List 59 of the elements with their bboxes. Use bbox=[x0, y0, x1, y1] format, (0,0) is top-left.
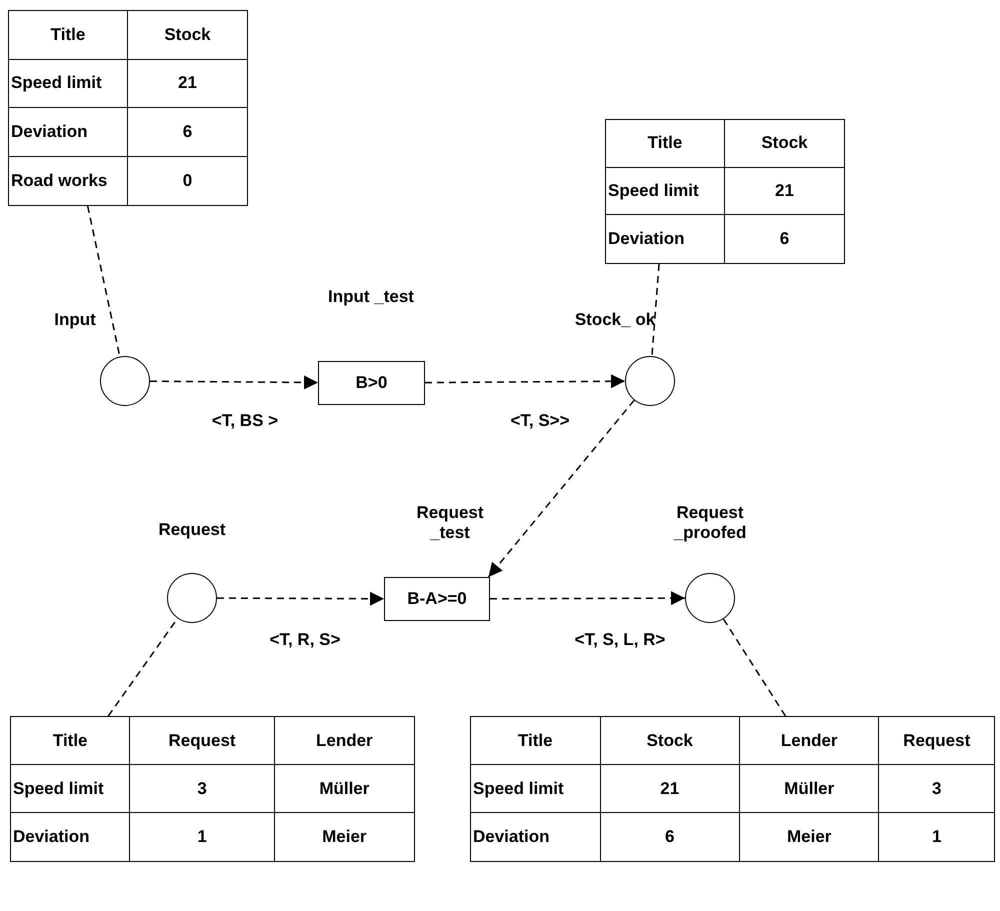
dashed-connector bbox=[651, 264, 660, 356]
data-table bbox=[10, 716, 415, 862]
column-header: Title bbox=[9, 11, 128, 60]
value: 21 bbox=[128, 60, 247, 108]
column-header: Stock bbox=[600, 717, 740, 765]
data-table bbox=[470, 716, 995, 862]
place-circle bbox=[685, 573, 735, 623]
row-label: Speed limit bbox=[9, 60, 128, 108]
column-header: Request bbox=[130, 717, 275, 765]
column-header: Stock bbox=[725, 120, 844, 168]
place-circle bbox=[625, 356, 675, 406]
row-label: Speed limit bbox=[606, 168, 725, 216]
value: 6 bbox=[128, 108, 247, 156]
dashed-connector bbox=[86, 206, 121, 357]
dashed-connector bbox=[722, 618, 786, 716]
node-label: Request bbox=[157, 520, 227, 540]
arrow bbox=[150, 375, 318, 390]
value: 21 bbox=[600, 765, 740, 813]
column-header: Lender bbox=[274, 717, 414, 765]
value: 3 bbox=[130, 765, 275, 813]
column-header: Request bbox=[879, 717, 994, 765]
row-label: Deviation bbox=[11, 813, 130, 861]
row-label: Deviation bbox=[471, 813, 600, 861]
arrow bbox=[425, 374, 625, 388]
value: 6 bbox=[778, 228, 790, 250]
column-header: Title bbox=[606, 120, 725, 168]
value: Meier bbox=[740, 813, 880, 861]
node-label: Request _test bbox=[415, 503, 485, 544]
row-label: Speed limit bbox=[11, 765, 130, 813]
data-table bbox=[8, 10, 248, 206]
row-label: Deviation bbox=[9, 108, 128, 156]
value: 3 bbox=[879, 765, 994, 813]
column-header: Title bbox=[471, 717, 600, 765]
value: 1 bbox=[130, 813, 275, 861]
data-table bbox=[605, 119, 845, 264]
column-header: Title bbox=[11, 717, 130, 765]
column-header: Stock bbox=[128, 11, 247, 60]
value: 21 bbox=[725, 168, 844, 216]
value: Meier bbox=[321, 826, 368, 848]
node-label: Input _test bbox=[327, 287, 415, 308]
value: 6 bbox=[600, 813, 740, 861]
arrow bbox=[490, 591, 685, 606]
row-label: Deviation bbox=[606, 215, 725, 263]
transition-box: B-A>=0 bbox=[384, 577, 490, 621]
transition-box: B>0 bbox=[318, 361, 425, 405]
column-header: Lender bbox=[740, 717, 880, 765]
value: Müller bbox=[740, 765, 880, 813]
place-circle bbox=[100, 356, 150, 406]
value: 1 bbox=[930, 826, 942, 848]
row-label: Road works bbox=[9, 156, 128, 205]
node-label: Request _proofed bbox=[672, 503, 748, 544]
value: 0 bbox=[182, 170, 194, 192]
node-label: Stock_ ok bbox=[574, 310, 656, 330]
arrow bbox=[217, 592, 384, 606]
value: Müller bbox=[274, 765, 414, 813]
node-label: Input bbox=[53, 310, 97, 330]
row-label: Speed limit bbox=[471, 765, 600, 813]
place-circle bbox=[167, 573, 217, 623]
arrow bbox=[488, 400, 635, 578]
